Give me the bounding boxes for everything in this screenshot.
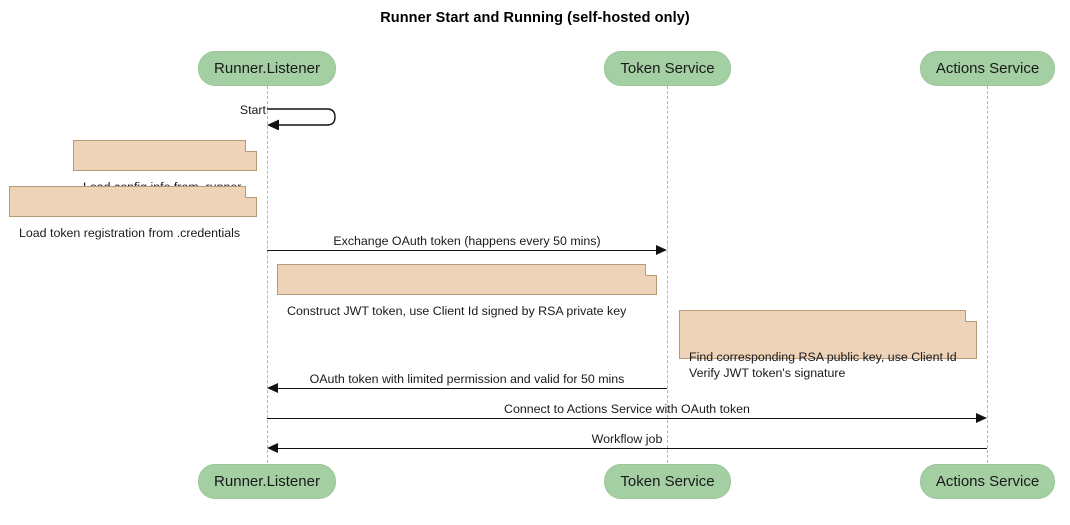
participant-runner-bottom[interactable]: Runner.Listener — [198, 464, 336, 499]
note-fold-icon — [246, 141, 256, 151]
lifeline-actions — [987, 86, 988, 463]
message-workflow-job-line — [278, 448, 987, 449]
message-oauth-reply-label: OAuth token with limited permission and … — [309, 372, 625, 386]
note-construct-jwt-text: Construct JWT token, use Client Id signe… — [287, 304, 627, 318]
lifeline-token — [667, 86, 668, 463]
note-load-token: Load token registration from .credential… — [9, 186, 257, 240]
message-oauth-reply-arrowhead — [267, 382, 278, 393]
note-construct-jwt: Construct JWT token, use Client Id signe… — [277, 264, 657, 318]
message-connect-actions-line — [267, 418, 976, 419]
message-connect-actions-arrowhead — [976, 412, 987, 423]
participant-runner-bottom-label: Runner.Listener — [214, 473, 320, 490]
note-load-token-text: Load token registration from .credential… — [19, 226, 241, 240]
message-oauth-reply-line — [278, 388, 667, 389]
message-exchange-oauth-line — [267, 250, 656, 251]
participant-token-bottom[interactable]: Token Service — [604, 464, 731, 499]
participant-runner-top-label: Runner.Listener — [214, 60, 320, 77]
note-fold-icon — [646, 265, 656, 275]
participant-actions-bottom-label: Actions Service — [935, 473, 1040, 490]
note-fold-icon — [966, 311, 976, 321]
participant-actions-bottom[interactable]: Actions Service — [920, 464, 1055, 499]
note-verify-jwt: Find corresponding RSA public key, use C… — [679, 310, 977, 380]
message-exchange-oauth-arrowhead — [656, 244, 667, 255]
note-load-config: Load config info from .runner — [73, 140, 257, 194]
self-message-start-label: Start — [239, 103, 266, 117]
note-verify-jwt-text: Find corresponding RSA public key, use C… — [689, 350, 957, 380]
message-connect-actions-label: Connect to Actions Service with OAuth to… — [504, 402, 750, 416]
participant-token-top-label: Token Service — [620, 60, 715, 77]
message-workflow-job-label: Workflow job — [591, 432, 663, 446]
participant-token-top[interactable]: Token Service — [604, 51, 731, 86]
note-fold-icon — [246, 187, 256, 197]
participant-runner-top[interactable]: Runner.Listener — [198, 51, 336, 86]
participant-actions-top-label: Actions Service — [935, 60, 1040, 77]
participant-actions-top[interactable]: Actions Service — [920, 51, 1055, 86]
lifeline-runner — [267, 86, 268, 463]
message-exchange-oauth-label: Exchange OAuth token (happens every 50 m… — [333, 234, 601, 248]
participant-token-bottom-label: Token Service — [620, 473, 715, 490]
message-workflow-job-arrowhead — [267, 442, 278, 453]
diagram-title: Runner Start and Running (self-hosted on… — [380, 10, 690, 26]
self-message-start-loop — [265, 104, 345, 130]
